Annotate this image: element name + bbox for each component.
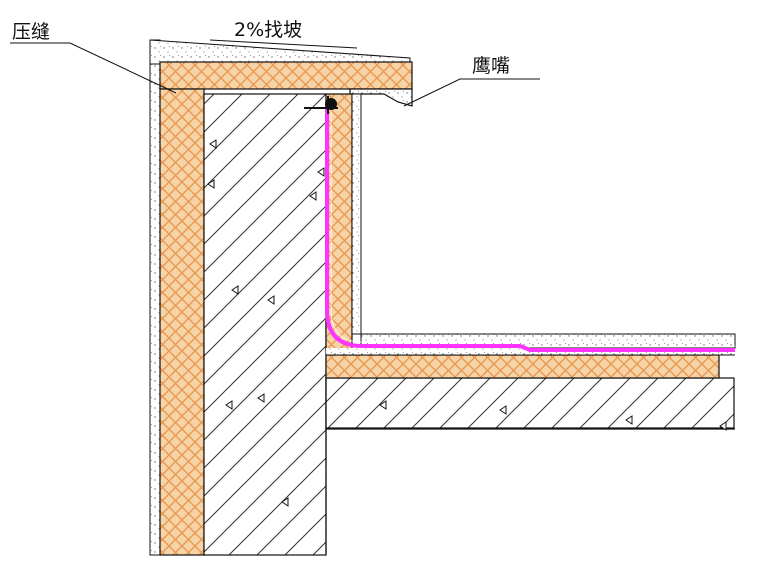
- parapet-concrete: [203, 93, 327, 556]
- parapet-insulation-outer: [159, 88, 205, 556]
- label-press-joint: 压缝: [12, 21, 50, 43]
- parapet-inner-mortar: [351, 93, 362, 335]
- leader-drip-edge: [403, 78, 540, 107]
- parapet-insulation-inner: [325, 93, 353, 351]
- label-drip-edge: 鹰嘴: [472, 55, 510, 77]
- roof-slab-concrete: [325, 377, 735, 429]
- leader-press-joint: [10, 42, 177, 94]
- aggregate-marks: [207, 139, 727, 507]
- parapet-outer-mortar: [149, 39, 161, 556]
- waterproof-membrane: [325, 104, 735, 352]
- roof-insulation: [325, 354, 720, 379]
- slab-void: [327, 430, 737, 560]
- label-slope: 2%找坡: [234, 19, 302, 41]
- coping-insulation: [159, 61, 413, 90]
- leader-slope: [209, 39, 358, 49]
